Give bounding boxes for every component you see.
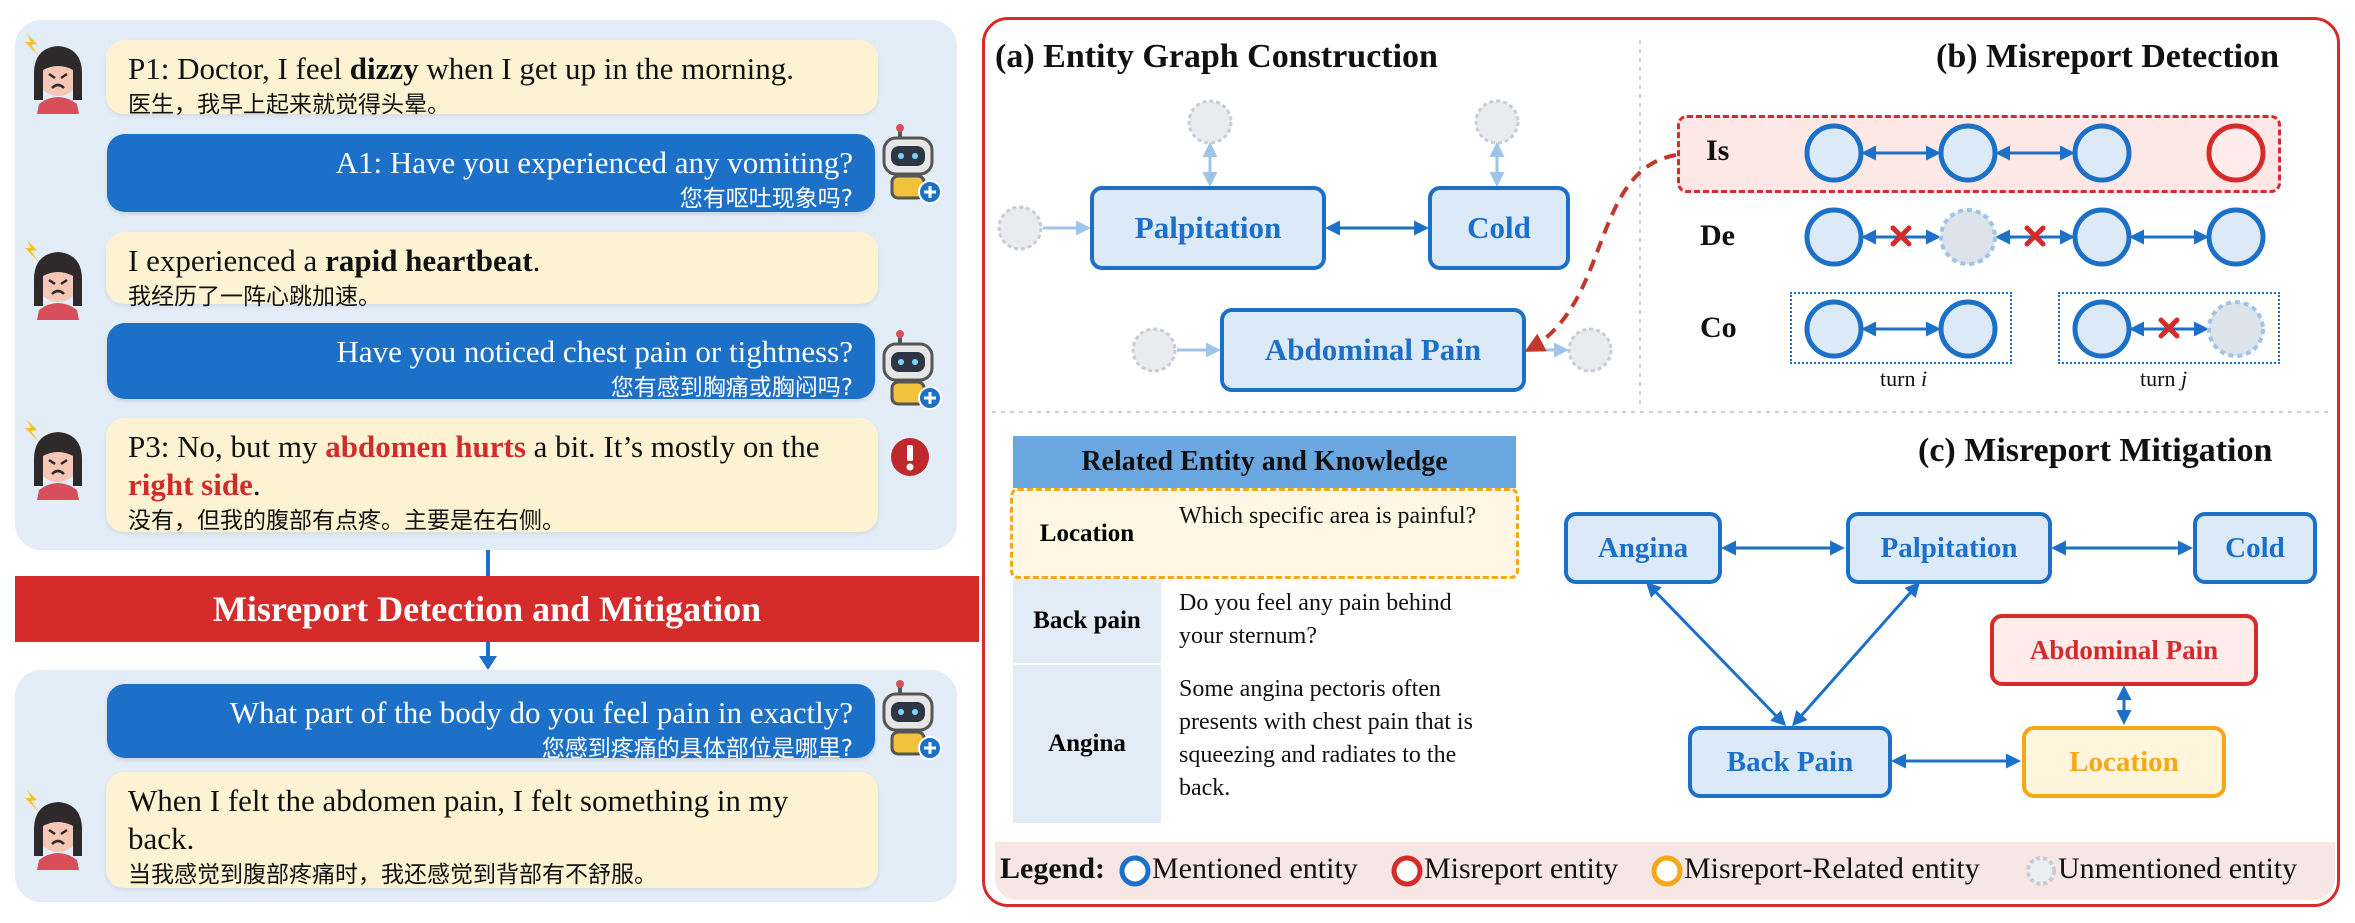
knowledge-table-title: Related Entity and Knowledge — [1013, 436, 1516, 488]
patient-message-zh: 医生，我早上起来就觉得头晕。 — [128, 92, 450, 118]
patient-message-4: When I felt the abdomen pain, I felt som… — [106, 772, 878, 888]
table-row-location: Location Which specific area is painful? — [1010, 488, 1519, 579]
patient-message-en: When I felt the abdomen pain, I felt som… — [128, 783, 789, 856]
row-label-co: Co — [1700, 311, 1737, 344]
turn-i-label: turn i — [1880, 366, 1928, 391]
doctor-message-2: Have you noticed chest pain or tightness… — [107, 323, 875, 401]
table-value: Some angina pectoris often presents with… — [1179, 676, 1473, 801]
doctor-message-zh: 您感到疼痛的具体部位是哪里? — [541, 736, 853, 762]
node-cold: Cold — [1428, 186, 1570, 270]
knowledge-table: Related Entity and Knowledge Location Wh… — [1010, 436, 1519, 823]
patient-message-2: I experienced a rapid heartbeat. 我经历了一阵心… — [106, 232, 878, 310]
table-value: Which specific area is painful? — [1179, 503, 1477, 529]
doctor-message-en: What part of the body do you feel pain i… — [229, 695, 853, 730]
doctor-message-zh: 您有感到胸痛或胸闷吗? — [610, 375, 853, 401]
patient-message-en: I experienced a rapid heartbeat. — [128, 243, 541, 278]
patient-message-zh: 当我感觉到腹部疼痛时，我还感觉到背部有不舒服。 — [128, 862, 657, 888]
table-row-angina: Angina Some angina pectoris often presen… — [1013, 665, 1516, 823]
node-location: Location — [2022, 726, 2226, 798]
legend-unmentioned: Unmentioned entity — [2058, 852, 2298, 885]
panel-a-title: (a) Entity Graph Construction — [995, 38, 1438, 75]
misreport-banner: Misreport Detection and Mitigation — [15, 576, 979, 642]
patient-message-en: P1: Doctor, I feel dizzy when I get up i… — [128, 51, 794, 86]
table-key: Location — [1013, 488, 1161, 579]
legend-label: Legend: — [1000, 852, 1105, 885]
doctor-message-zh: 您有呕吐现象吗? — [679, 186, 853, 212]
table-key: Back pain — [1013, 579, 1161, 663]
warning-icon — [891, 438, 929, 476]
panel-b-title: (b) Misreport Detection — [1936, 38, 2280, 75]
row-label-de: De — [1700, 219, 1735, 252]
diagram-frame — [982, 17, 2340, 907]
patient-message-en: P3: No, but my abdomen hurts a bit. It’s… — [128, 429, 820, 502]
patient-message-3: P3: No, but my abdomen hurts a bit. It’s… — [106, 418, 878, 534]
table-row-back-pain: Back pain Do you feel any pain behind yo… — [1013, 579, 1516, 665]
table-value: Do you feel any pain behind your sternum… — [1179, 590, 1452, 649]
patient-message-zh: 我经历了一阵心跳加速。 — [128, 284, 381, 310]
patient-message-zh: 没有，但我的腹部有点疼。主要是在右侧。 — [128, 508, 565, 534]
node-abdominal-pain: Abdominal Pain — [1220, 308, 1526, 392]
legend-mentioned-icon — [1119, 855, 1151, 887]
panel-c-title: (c) Misreport Mitigation — [1918, 432, 2273, 469]
doctor-message-3: What part of the body do you feel pain i… — [107, 684, 875, 762]
doctor-message-en: Have you noticed chest pain or tightness… — [336, 334, 853, 369]
legend-mentioned: Mentioned entity — [1152, 852, 1358, 885]
node-cold-c: Cold — [2193, 512, 2317, 584]
turn-j-label: turn j — [2140, 366, 2188, 391]
table-key: Angina — [1013, 665, 1161, 823]
turn-j-box — [2058, 292, 2280, 364]
legend-misreport: Misreport entity — [1424, 852, 1619, 885]
doctor-message-1: A1: Have you experienced any vomiting? 您… — [107, 134, 875, 212]
node-angina: Angina — [1564, 512, 1722, 584]
node-abdominal-pain-c: Abdominal Pain — [1990, 614, 2258, 686]
location-highlight — [1010, 488, 1519, 579]
patient-message-1: P1: Doctor, I feel dizzy when I get up i… — [106, 40, 878, 118]
row-label-is: Is — [1706, 134, 1730, 167]
node-palpitation-c: Palpitation — [1846, 512, 2052, 584]
doctor-message-en: A1: Have you experienced any vomiting? — [335, 145, 853, 180]
flow-arrows — [479, 550, 497, 670]
turn-i-box — [1790, 292, 2012, 364]
legend-related-icon — [1651, 855, 1683, 887]
node-palpitation: Palpitation — [1090, 186, 1326, 270]
legend-unmentioned-icon — [2026, 856, 2056, 886]
legend-related: Misreport-Related entity — [1684, 852, 1980, 885]
legend-misreport-icon — [1391, 855, 1423, 887]
node-back-pain: Back Pain — [1688, 726, 1892, 798]
